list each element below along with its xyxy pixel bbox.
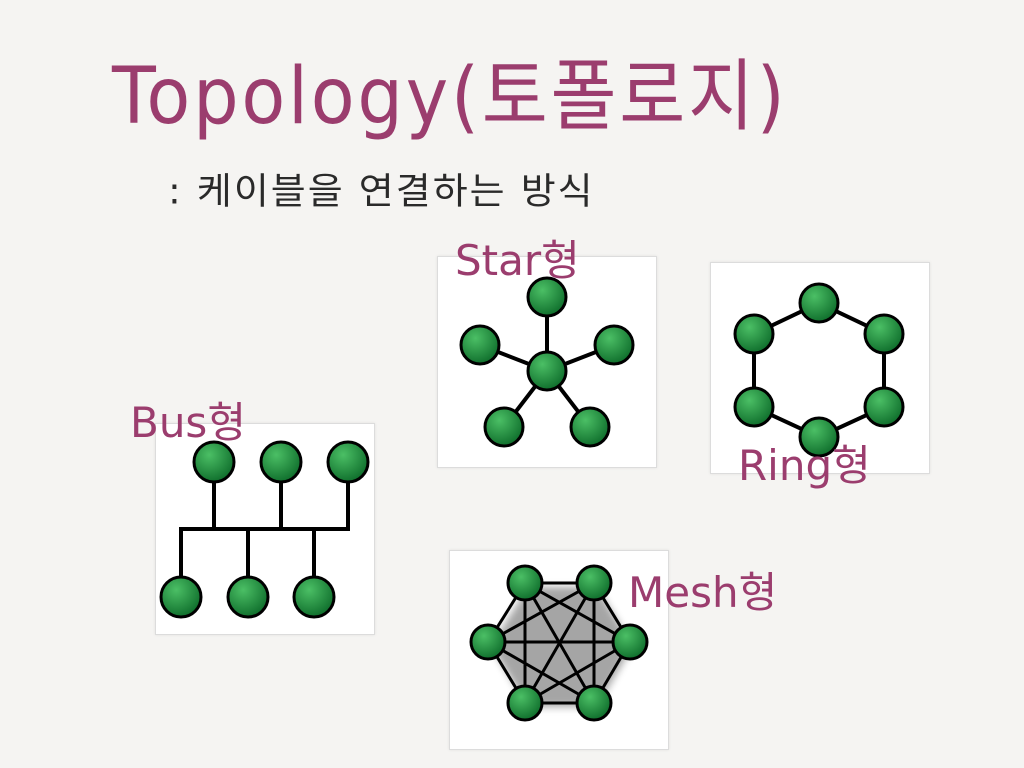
ring-node (733, 386, 775, 428)
mesh-link (485, 639, 597, 706)
mesh-topology-label: Mesh형 (628, 568, 778, 617)
star-node (526, 276, 568, 318)
mesh-link (485, 580, 597, 645)
mesh-node (575, 564, 613, 602)
page-title: Topology(토폴로지) (112, 52, 788, 142)
star-topology-graphic (459, 276, 635, 448)
bus-node (159, 575, 203, 619)
mesh-node (469, 623, 507, 661)
bus-node (226, 575, 270, 619)
bus-node (326, 440, 370, 484)
mesh-node (611, 623, 649, 661)
bus-node (292, 575, 336, 619)
ring-node (798, 282, 840, 324)
mesh-node (506, 564, 544, 602)
bus-topology-diagram (155, 423, 375, 635)
ring-node (798, 416, 840, 458)
mesh-link (522, 639, 633, 706)
ring-topology-label: Ring형 (738, 441, 871, 490)
bus-topology-label: Bus형 (130, 398, 246, 447)
ring-node (733, 313, 775, 355)
mesh-topology-diagram (449, 550, 669, 750)
star-node (459, 324, 501, 366)
ring-topology-diagram (710, 262, 930, 474)
star-node (593, 324, 635, 366)
ring-topology-graphic (733, 282, 905, 458)
bus-node (192, 440, 236, 484)
star-hub-node (526, 350, 568, 392)
star-node (483, 406, 525, 448)
ring-node (863, 386, 905, 428)
ring-node (863, 313, 905, 355)
bus-node (259, 440, 303, 484)
mesh-node (506, 684, 544, 722)
mesh-node (575, 684, 613, 722)
star-node (569, 406, 611, 448)
star-topology-diagram (437, 256, 657, 468)
bus-topology-graphic (159, 440, 370, 619)
page-subtitle: : 케이블을 연결하는 방식 (168, 170, 595, 212)
star-topology-label: Star형 (455, 236, 580, 285)
mesh-topology-graphic (469, 564, 649, 722)
